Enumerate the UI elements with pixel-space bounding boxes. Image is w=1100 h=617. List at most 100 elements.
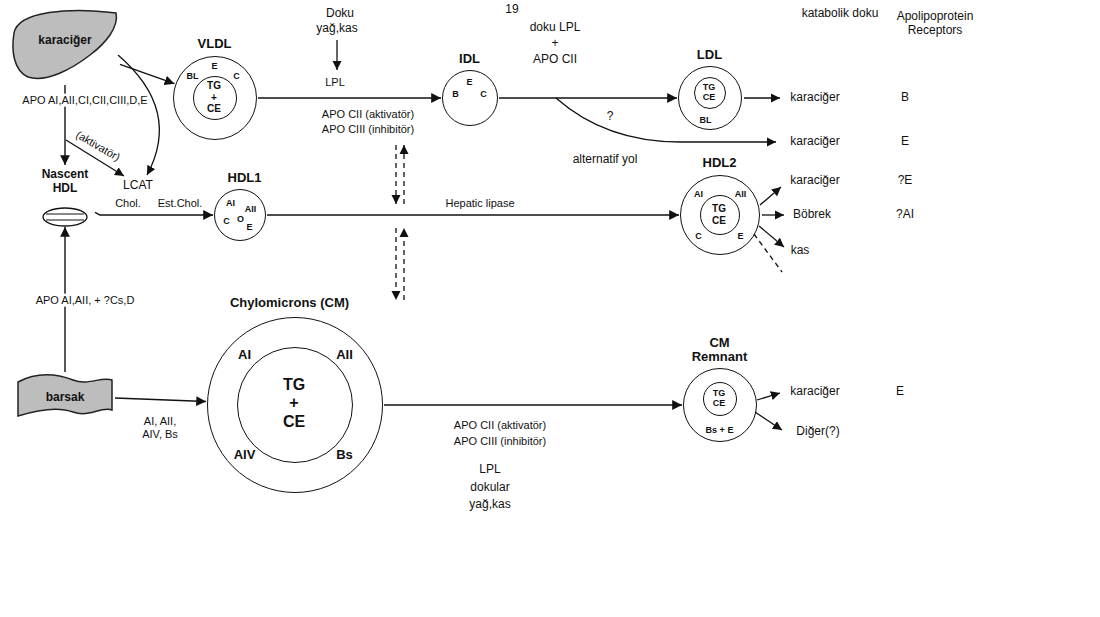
text-slot: BL — [700, 114, 712, 124]
text-slot: barsak — [46, 391, 85, 405]
annotation: 19 — [505, 3, 518, 17]
text-slot: E — [737, 230, 743, 240]
annotation: B — [901, 91, 909, 105]
apo-letter: O — [237, 213, 244, 223]
annotation: LPL — [479, 463, 500, 477]
text-slot: HDL2 — [703, 155, 737, 170]
text-slot: TG CE — [701, 82, 717, 103]
apo-letter: E — [466, 76, 472, 86]
text-slot: APO CII (aktivatör) — [454, 419, 546, 432]
text-slot: IDL — [459, 51, 480, 66]
text-slot: 19 — [505, 3, 518, 17]
intestine-illustration: barsak — [15, 372, 115, 420]
text-slot: APO CII (aktivatör) — [322, 108, 414, 121]
text-slot: TG CE — [710, 203, 728, 226]
text-slot: E — [466, 76, 472, 86]
annotation: karaciğer — [790, 174, 839, 188]
text-slot: O — [237, 213, 244, 223]
nascent-hdl: Nascent HDL — [35, 165, 95, 227]
text-slot: karaciğer — [38, 34, 91, 48]
text-slot: ?AI — [896, 208, 914, 222]
node-heading: HDL2 — [703, 155, 737, 170]
catabolism-arrow — [744, 97, 780, 98]
text-slot: ?E — [898, 174, 913, 188]
catabolism-dashed — [754, 234, 782, 272]
flow-arrow — [258, 97, 441, 98]
text-slot: doku LPL — [530, 21, 581, 35]
apo-letter: AII — [245, 203, 257, 213]
text-slot: C — [233, 70, 240, 80]
text-slot: E — [896, 385, 904, 399]
text-slot: alternatif yol — [573, 153, 638, 167]
lipoprotein-particle: LDLBLTG CE — [678, 66, 742, 130]
text-slot: Hepatic lipase — [443, 197, 516, 210]
annotation: APO CII (aktivatör) — [322, 108, 414, 121]
text-slot: yağ,kas — [316, 22, 357, 36]
text-slot: AI, AII, AIV, Bs — [134, 415, 186, 440]
text-slot: (aktivatör) — [74, 128, 123, 163]
annotation: Est.Chol. — [158, 197, 203, 210]
particle-core: TG CE — [700, 195, 740, 235]
flow-arrow — [384, 404, 682, 405]
apo-letter: Bs + E — [706, 424, 734, 434]
text-slot: Apolipoprotein Receptors — [885, 10, 985, 38]
apo-letter: AIV — [234, 447, 256, 462]
text-slot: B — [452, 88, 459, 98]
edge-label: LPL — [323, 76, 347, 89]
edge-label: APO AI,AII, + ?Cs,D — [34, 294, 137, 307]
annotation: karaciğer — [790, 135, 839, 149]
exchange-arrow — [403, 228, 404, 300]
text-slot: karaciğer — [790, 91, 839, 105]
core-label: TG + CE — [279, 376, 309, 431]
text-slot: Böbrek — [793, 208, 831, 222]
text-slot: APO CIII (inhibitör) — [454, 435, 546, 448]
apo-letter: AI — [226, 197, 235, 207]
lcat-arrow — [118, 55, 159, 175]
node-heading: LDL — [697, 47, 722, 62]
annotation: Doku — [326, 7, 354, 21]
node-heading: CM Remnant — [692, 336, 748, 366]
text-slot: Est.Chol. — [158, 197, 203, 210]
text-slot: katabolik doku — [802, 7, 879, 21]
catabolism-arrow — [755, 412, 782, 430]
text-slot: TG + CE — [279, 376, 309, 431]
lipoprotein-particle: VLDLBLECTG + CE — [173, 56, 257, 140]
alternative-path — [556, 98, 776, 142]
text-slot: Chylomicrons (CM) — [230, 295, 349, 310]
text-slot: AII — [245, 203, 257, 213]
apo-letter: E — [246, 221, 252, 231]
text-slot: Doku — [326, 7, 354, 21]
apo-letter: BL — [187, 70, 199, 80]
annotation: dokular — [470, 481, 509, 495]
text-slot: APO CII — [533, 53, 577, 67]
annotation: + — [551, 37, 558, 51]
apo-letter: E — [737, 230, 743, 240]
annotation: doku LPL — [530, 21, 581, 35]
annotation: kas — [791, 244, 810, 258]
lipoprotein-particle: CM RemnantBs + ETG CE — [683, 368, 757, 442]
text-slot: karaciğer — [790, 385, 839, 399]
text-slot: Chol. — [115, 197, 141, 210]
edge-label: Hepatic lipase — [443, 197, 516, 210]
organ-label: karaciğer — [38, 34, 91, 48]
annotation: Apolipoprotein Receptors — [885, 10, 985, 38]
text-slot: LCAT — [123, 179, 153, 193]
text-slot: APO CIII (inhibitör) — [322, 123, 414, 136]
flow-arrow — [267, 214, 679, 215]
particle-core: TG CE — [703, 382, 737, 416]
organ-label: Nascent HDL — [42, 168, 89, 196]
intestine-outline — [18, 375, 112, 416]
catabolism-arrow — [759, 226, 784, 247]
annotation: Chol. — [115, 197, 141, 210]
text-slot: + — [551, 37, 558, 51]
annotation: APO CIII (inhibitör) — [454, 435, 546, 448]
exchange-arrow — [395, 228, 396, 300]
annotation: APO CIII (inhibitör) — [322, 123, 414, 136]
text-slot: AIV — [234, 447, 256, 462]
node-heading: IDL — [459, 51, 480, 66]
tissue-arrow — [336, 40, 337, 70]
apo-letter: AI — [238, 347, 251, 362]
annotation: Diğer(?) — [796, 425, 839, 439]
apo-letter: C — [695, 230, 702, 240]
